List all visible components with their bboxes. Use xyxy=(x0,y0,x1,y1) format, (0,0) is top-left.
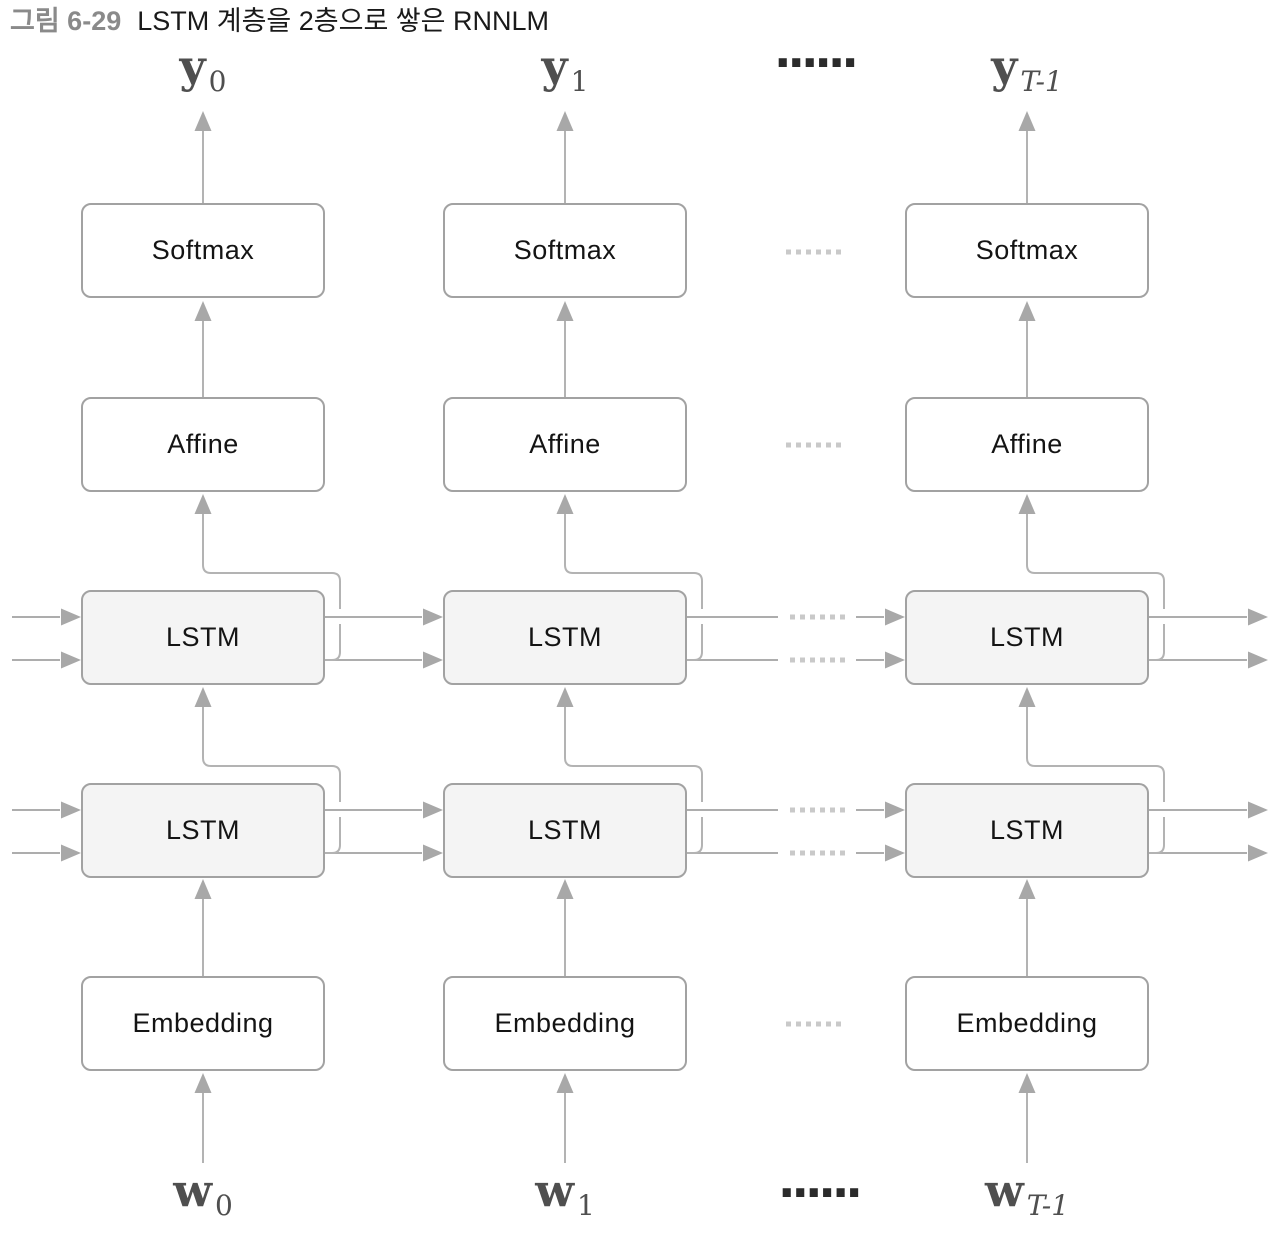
input-subscript: 0 xyxy=(214,1189,233,1222)
embedding-box-tT-1: Embedding xyxy=(905,976,1149,1071)
figure-number: 그림 6-29 xyxy=(10,6,122,36)
embedding-box-t0: Embedding xyxy=(81,976,325,1071)
output-subscript: T-1 xyxy=(1020,65,1063,98)
output-subscript: 0 xyxy=(208,65,227,98)
output-symbol: y xyxy=(541,40,568,93)
lstm-layer1-box-t1: LSTM xyxy=(443,783,687,878)
lstm-layer2-box-t1: LSTM xyxy=(443,590,687,685)
input-subscript: T-1 xyxy=(1026,1189,1070,1222)
input-symbol: w xyxy=(173,1164,212,1217)
output-symbol: y xyxy=(991,40,1018,93)
output-symbol: y xyxy=(179,40,206,93)
affine-box-t1: Affine xyxy=(443,397,687,492)
lstm-layer2-box-tT-1: LSTM xyxy=(905,590,1149,685)
embedding-box-t1: Embedding xyxy=(443,976,687,1071)
softmax-box-tT-1: Softmax xyxy=(905,203,1149,298)
lstm-layer1-box-tT-1: LSTM xyxy=(905,783,1149,878)
softmax-box-t0: Softmax xyxy=(81,203,325,298)
lstm-layer2-box-t0: LSTM xyxy=(81,590,325,685)
affine-box-t0: Affine xyxy=(81,397,325,492)
input-subscript: 1 xyxy=(576,1189,595,1222)
figure-caption: 그림 6-29 LSTM 계층을 2층으로 쌓은 RNNLM xyxy=(10,4,549,38)
figure-title: LSTM 계층을 2층으로 쌓은 RNNLM xyxy=(137,6,549,36)
input-symbol: w xyxy=(535,1164,574,1217)
softmax-box-t1: Softmax xyxy=(443,203,687,298)
ellipsis-top: ...... xyxy=(774,24,859,78)
affine-box-tT-1: Affine xyxy=(905,397,1149,492)
lstm-layer1-box-t0: LSTM xyxy=(81,783,325,878)
ellipsis-bottom: ...... xyxy=(778,1154,863,1208)
output-subscript: 1 xyxy=(570,65,589,98)
input-symbol: w xyxy=(984,1164,1024,1217)
